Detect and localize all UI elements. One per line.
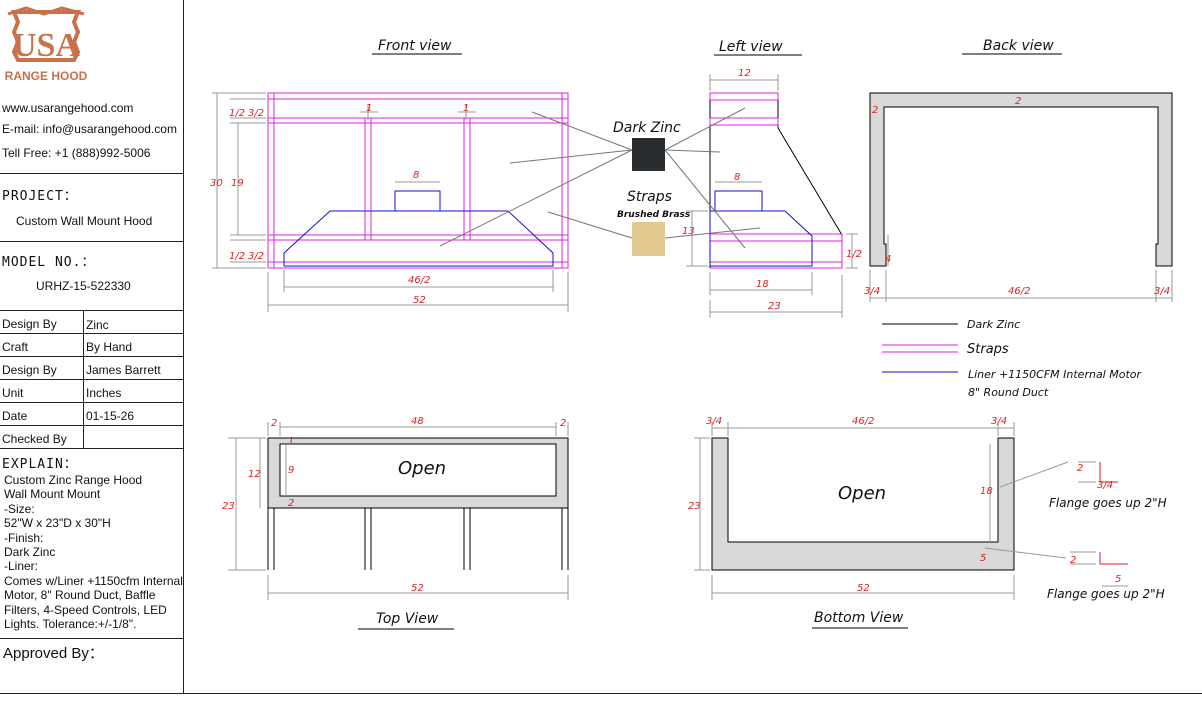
explain-label: EXPLAIN：: [2, 457, 78, 472]
left-view-title: Left view: [719, 39, 783, 55]
svg-text:3/4: 3/4: [706, 416, 722, 427]
dark-zinc-label: Dark Zinc: [613, 120, 681, 136]
svg-text:23: 23: [688, 501, 701, 512]
svg-text:3/4: 3/4: [1154, 286, 1170, 297]
flange-note-1: Flange goes up 2"H: [1049, 496, 1167, 510]
svg-text:3/2: 3/2: [248, 251, 264, 262]
spec-value: 01-15-26: [86, 409, 135, 423]
svg-text:3/2: 3/2: [248, 108, 264, 119]
straps-label: Straps: [627, 189, 672, 205]
svg-text:2: 2: [271, 418, 277, 429]
svg-text:52: 52: [413, 295, 426, 306]
model-value: URHZ-15-522330: [36, 279, 131, 293]
svg-text:48: 48: [411, 416, 424, 427]
usa-range-hood-logo: USA RANGE HOOD: [5, 6, 88, 83]
svg-text:18: 18: [756, 279, 769, 290]
svg-text:52: 52: [857, 583, 870, 594]
svg-text:1/2: 1/2: [229, 108, 245, 119]
leader-lines: [439, 107, 761, 249]
spec-label: Design By: [2, 317, 57, 331]
flange-note-2: Flange goes up 2"H: [1047, 587, 1165, 601]
svg-text:1: 1: [366, 103, 372, 114]
svg-text:30: 30: [210, 178, 223, 189]
brushed-brass-swatch: [632, 222, 665, 256]
legend-straps: Straps: [967, 342, 1009, 357]
spec-value: Zinc: [86, 318, 109, 332]
project-value: Custom Wall Mount Hood: [16, 214, 153, 228]
back-view-title: Back view: [983, 38, 1054, 54]
spec-value: By Hand: [86, 340, 133, 354]
svg-text:3/4: 3/4: [1097, 480, 1113, 491]
dark-zinc-swatch: [632, 138, 665, 171]
svg-text:1: 1: [463, 103, 469, 114]
svg-text:12: 12: [738, 68, 751, 79]
svg-text:5: 5: [1115, 574, 1121, 585]
top-view: [228, 422, 569, 600]
svg-text:4: 4: [885, 254, 891, 265]
svg-text:12: 12: [248, 469, 261, 480]
svg-text:18: 18: [980, 486, 993, 497]
title-block: USA RANGE HOOD www.usarangehood.com E-ma…: [0, 0, 184, 694]
spec-label: Unit: [2, 386, 24, 400]
svg-text:2: 2: [1077, 463, 1083, 474]
svg-text:19: 19: [231, 178, 244, 189]
spec-label: Date: [2, 409, 28, 423]
straps-sublabel: Brushed Brass: [617, 210, 691, 220]
spec-label: Craft: [2, 340, 29, 354]
svg-text:2: 2: [872, 105, 878, 116]
spec-label: Checked By: [2, 432, 67, 446]
bottom-view-title: Bottom View: [814, 610, 904, 626]
approved-by-label: Approved By：: [3, 645, 104, 662]
left-view: [686, 74, 858, 318]
website-link[interactable]: www.usarangehood.com: [2, 101, 134, 115]
logo-subtext: RANGE HOOD: [5, 69, 88, 83]
svg-text:9: 9: [288, 465, 294, 476]
front-view: [212, 92, 569, 312]
legend-dark-zinc: Dark Zinc: [967, 318, 1020, 331]
svg-text:1/2: 1/2: [229, 251, 245, 262]
logo-text: USA: [12, 27, 80, 64]
svg-text:2: 2: [1015, 96, 1021, 107]
back-view: [869, 92, 1173, 302]
svg-text:1/2: 1/2: [846, 249, 862, 260]
svg-text:23: 23: [768, 301, 781, 312]
email-link[interactable]: E-mail: info@usarangehood.com: [2, 122, 177, 136]
svg-text:46/2: 46/2: [1008, 286, 1030, 297]
svg-text:13: 13: [682, 226, 695, 237]
dimension-labels: 30 19 1/2 3/2 1/2 3/2 1 1 8 46/2 52 12 8…: [210, 68, 1170, 594]
drawing-canvas: Front view Left view Back view Top View …: [210, 38, 1173, 630]
svg-text:46/2: 46/2: [852, 416, 874, 427]
bottom-open-label: Open: [838, 483, 886, 504]
legend-duct: 8" Round Duct: [968, 386, 1049, 399]
svg-text:46/2: 46/2: [408, 275, 430, 286]
project-label: PROJECT：: [2, 189, 78, 204]
spec-value: Inches: [86, 386, 122, 400]
spec-label: Design By: [2, 363, 57, 377]
top-view-title: Top View: [376, 611, 439, 627]
svg-text:2: 2: [288, 498, 294, 509]
svg-text:8: 8: [413, 170, 419, 181]
legend: [882, 323, 958, 373]
bottom-view: [694, 422, 1128, 600]
phone-number: Tell Free: +1 (888)992-5006: [2, 146, 151, 160]
svg-text:3/4: 3/4: [991, 416, 1007, 427]
svg-text:1: 1: [288, 436, 294, 447]
svg-text:3/4: 3/4: [864, 286, 880, 297]
svg-text:5: 5: [980, 553, 986, 564]
svg-text:8: 8: [734, 172, 740, 183]
spec-value: James Barrett: [86, 363, 161, 377]
svg-text:2: 2: [560, 418, 566, 429]
top-open-label: Open: [398, 458, 446, 479]
svg-text:52: 52: [411, 583, 424, 594]
svg-text:2: 2: [1070, 555, 1076, 566]
model-label: MODEL NO.：: [2, 255, 96, 270]
svg-text:23: 23: [222, 501, 235, 512]
front-view-title: Front view: [378, 38, 452, 54]
legend-liner: Liner +1150CFM Internal Motor: [968, 368, 1142, 381]
